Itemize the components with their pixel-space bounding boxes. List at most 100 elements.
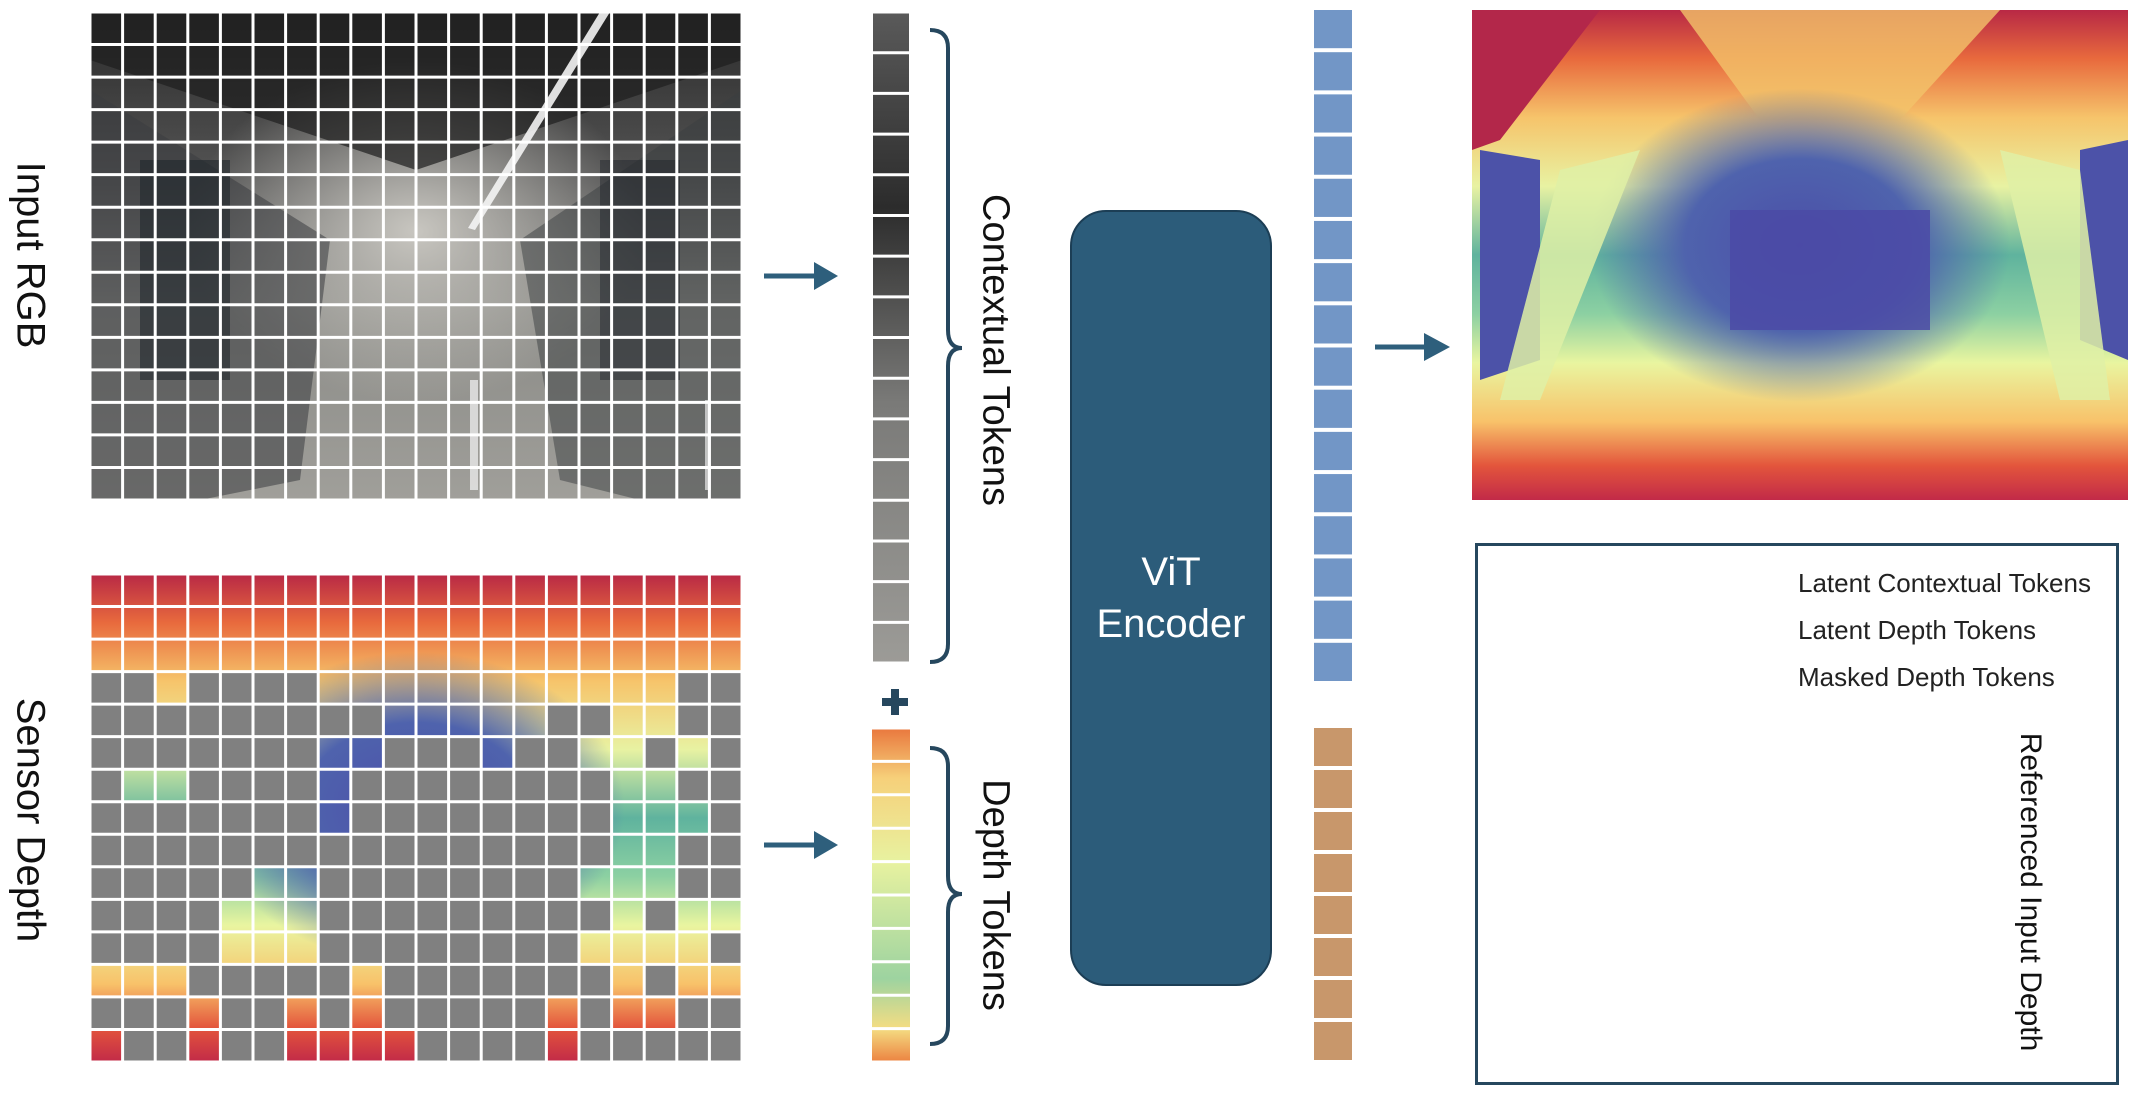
masked-depth-patch <box>187 866 221 900</box>
masked-depth-patch <box>579 964 612 997</box>
legend-box: Latent Contextual Tokens Latent Depth To… <box>1475 543 2119 1085</box>
masked-depth-patch <box>155 866 188 900</box>
predicted-depth-map <box>1472 10 2128 500</box>
masked-depth-patch <box>122 866 156 900</box>
masked-depth-patch <box>546 704 579 737</box>
masked-depth-patch <box>481 866 514 900</box>
input-rgb-patch-grid <box>88 10 744 502</box>
masked-depth-patch <box>122 899 156 932</box>
masked-depth-patch <box>448 964 482 997</box>
masked-depth-patch <box>676 996 710 1030</box>
masked-depth-patch <box>350 769 384 802</box>
masked-depth-patch <box>318 866 351 900</box>
masked-depth-patch <box>122 1029 156 1062</box>
masked-depth-patch <box>350 899 384 932</box>
latent-contextual-token <box>1314 178 1352 217</box>
masked-depth-patch <box>90 801 123 835</box>
arrow-right-icon <box>764 262 838 290</box>
masked-depth-patch <box>155 736 188 770</box>
masked-depth-patch <box>220 671 253 705</box>
masked-depth-patch <box>90 931 123 965</box>
latent-contextual-token <box>1314 600 1352 639</box>
latent-contextual-token <box>1314 431 1352 471</box>
masked-depth-patch <box>513 769 547 802</box>
masked-depth-patch <box>481 899 514 932</box>
latent-depth-token <box>1314 980 1352 1018</box>
masked-depth-patch <box>513 866 547 900</box>
masked-depth-patch <box>481 1029 514 1062</box>
masked-depth-patch <box>122 671 156 705</box>
masked-depth-patch <box>220 769 253 802</box>
masked-depth-patch <box>155 834 188 867</box>
encoder-label: Encoder <box>1096 602 1246 646</box>
masked-depth-patch <box>416 931 449 965</box>
masked-depth-patch <box>220 736 253 770</box>
masked-depth-patch <box>220 964 253 997</box>
masked-depth-patch <box>676 866 710 900</box>
masked-depth-patch <box>448 1029 482 1062</box>
masked-depth-patch <box>220 834 253 867</box>
masked-depth-patch <box>513 1029 547 1062</box>
masked-depth-patch <box>709 769 742 802</box>
masked-depth-patch <box>383 931 416 965</box>
masked-depth-patch <box>709 704 742 737</box>
masked-depth-patch <box>122 931 156 965</box>
latent-contextual-token <box>1314 136 1352 175</box>
depth-token-column <box>872 726 910 1064</box>
masked-depth-patch <box>90 671 123 705</box>
masked-depth-patch <box>448 834 482 867</box>
masked-depth-patch <box>709 736 742 770</box>
latent-contextual-token <box>1314 347 1352 386</box>
masked-depth-patch <box>383 964 416 997</box>
masked-depth-patch <box>383 996 416 1030</box>
masked-depth-patch <box>187 704 221 737</box>
latent-contextual-token-column <box>1314 10 1352 681</box>
latent-depth-token-column <box>1314 728 1352 1060</box>
masked-depth-patch <box>709 866 742 900</box>
masked-depth-patch <box>285 834 319 867</box>
masked-depth-patch <box>579 801 612 835</box>
masked-depth-patch <box>90 834 123 867</box>
masked-depth-patch <box>90 704 123 737</box>
latent-contextual-token <box>1314 10 1352 49</box>
latent-depth-token <box>1314 1022 1352 1060</box>
latent-contextual-token <box>1314 389 1352 428</box>
masked-depth-patch <box>383 769 416 802</box>
latent-contextual-token <box>1314 558 1352 597</box>
masked-depth-patch <box>416 801 449 835</box>
masked-depth-patch <box>481 996 514 1030</box>
masked-depth-patch <box>253 834 286 867</box>
curly-brace-icon <box>929 28 963 664</box>
arrow-right-icon <box>764 831 838 859</box>
masked-depth-patch <box>676 704 710 737</box>
latent-depth-token <box>1314 938 1352 976</box>
latent-depth-token <box>1314 854 1352 892</box>
masked-depth-patch <box>383 801 416 835</box>
masked-depth-patch <box>513 964 547 997</box>
masked-depth-patch <box>350 931 384 965</box>
masked-depth-patch <box>579 704 612 737</box>
masked-depth-patch <box>481 931 514 965</box>
masked-depth-patch <box>513 996 547 1030</box>
masked-depth-patch <box>187 769 221 802</box>
masked-depth-patch <box>579 996 612 1030</box>
masked-depth-patch <box>448 866 482 900</box>
masked-depth-patch <box>253 801 286 835</box>
masked-depth-patch <box>220 866 253 900</box>
masked-depth-patch <box>676 1029 710 1062</box>
masked-depth-patch <box>579 1029 612 1062</box>
masked-depth-patch <box>155 1029 188 1062</box>
masked-depth-patch <box>709 1029 742 1062</box>
latent-contextual-token <box>1314 305 1352 344</box>
masked-depth-patch <box>155 801 188 835</box>
masked-depth-patch <box>253 1029 286 1062</box>
masked-depth-patch <box>318 964 351 997</box>
masked-depth-patch <box>579 769 612 802</box>
masked-depth-patch <box>155 996 188 1030</box>
masked-depth-patch <box>285 769 319 802</box>
masked-depth-patch <box>546 931 579 965</box>
masked-depth-patch <box>448 769 482 802</box>
masked-depth-patch <box>546 834 579 867</box>
masked-depth-patch <box>416 996 449 1030</box>
